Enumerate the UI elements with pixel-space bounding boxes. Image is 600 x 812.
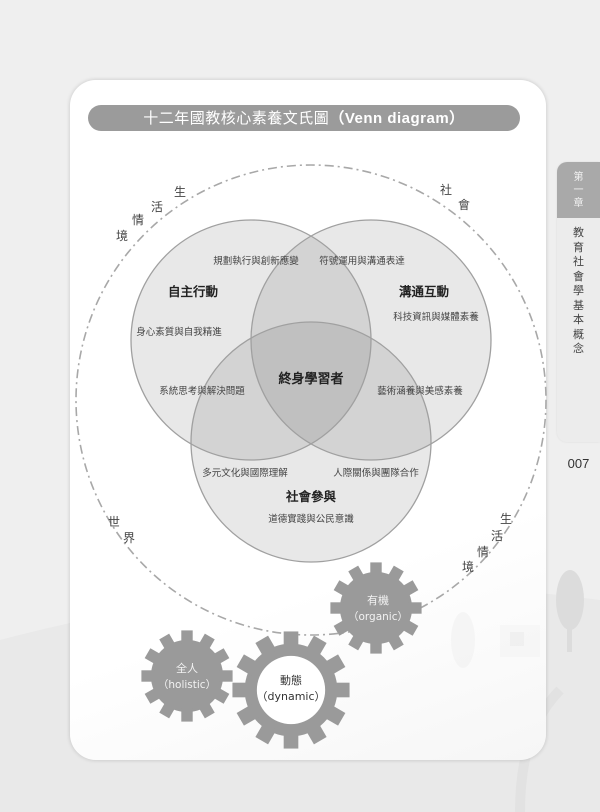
- gear-label-zh: 有機: [367, 593, 389, 607]
- chapter-char: 一: [573, 184, 584, 196]
- ring-label: 界: [123, 531, 135, 545]
- item-label: 規劃執行與創新應變: [213, 255, 299, 267]
- ring-label: 生: [500, 512, 512, 526]
- chapter-title-char: 社: [573, 255, 584, 268]
- outer-dashed-ring: [75, 164, 547, 636]
- gear-icon-organic: [330, 562, 422, 654]
- gear-label-zh: 全人: [176, 661, 198, 675]
- item-label: 身心素質與自我精進: [136, 326, 222, 338]
- ring-label: 社: [440, 182, 452, 197]
- page-number: 007: [567, 456, 590, 471]
- gear-label-en: （dynamic）: [256, 690, 325, 703]
- chapter-title-char: 會: [573, 269, 584, 283]
- chapter-char: 第: [573, 171, 584, 183]
- item-label: 科技資訊與媒體素養: [393, 311, 479, 323]
- chapter-char: 章: [573, 197, 584, 209]
- house-decoration: [451, 612, 540, 668]
- ring-label: 活: [151, 200, 163, 214]
- chapter-title: 教 育 社 會 學 基 本 概 念: [557, 226, 600, 357]
- venn-center-label: 終身學習者: [278, 371, 343, 387]
- gear-icon-holistic: [141, 630, 233, 722]
- chapter-title-char: 教: [573, 226, 584, 239]
- chapter-title-char: 基: [573, 298, 584, 312]
- circle-title-participation: 社會參與: [285, 489, 337, 504]
- item-label: 多元文化與國際理解: [202, 467, 288, 479]
- gear-icon-dynamic: [232, 631, 350, 749]
- title-english: （Venn diagram）: [329, 110, 465, 127]
- gear-label-en: （organic）: [348, 611, 408, 623]
- item-label: 系統思考與解決問題: [159, 385, 245, 397]
- ring-label: 情: [132, 213, 144, 227]
- chapter-title-char: 本: [573, 313, 584, 326]
- item-label: 人際關係與團隊合作: [333, 467, 419, 479]
- circle-title-communication: 溝通互動: [399, 284, 449, 299]
- chapter-title-char: 念: [573, 342, 584, 355]
- chapter-title-char: 概: [573, 327, 584, 341]
- ring-label: 生: [174, 185, 186, 199]
- item-label: 符號運用與溝通表達: [319, 255, 405, 267]
- gear-label-en: （holistic）: [158, 679, 216, 691]
- ring-label: 世: [108, 515, 120, 529]
- title-chinese: 十二年國教核心素養文氏圖: [143, 109, 330, 127]
- ring-label: 活: [491, 529, 503, 543]
- ring-label: 境: [116, 228, 128, 243]
- item-label: 藝術涵養與美感素養: [377, 385, 463, 397]
- diagram-title: 十二年國教核心素養文氏圖（Venn diagram）: [88, 105, 520, 131]
- chapter-title-char: 育: [573, 240, 584, 254]
- gear-label-zh: 動態: [280, 673, 302, 687]
- circle-title-autonomy: 自主行動: [168, 284, 218, 299]
- ring-label: 情: [477, 545, 489, 559]
- venn-center-region: [251, 322, 371, 460]
- chapter-title-char: 學: [573, 284, 584, 297]
- tree-trunk: [567, 620, 572, 652]
- ring-label: 境: [462, 559, 474, 574]
- chapter-side-tab[interactable]: 第 一 章 教 育 社 會 學 基 本 概 念: [557, 162, 600, 442]
- tree-icon: [556, 570, 584, 630]
- item-label: 道德實踐與公民意識: [268, 513, 354, 525]
- chapter-number-block: 第 一 章: [557, 162, 600, 218]
- ring-label: 會: [458, 198, 470, 212]
